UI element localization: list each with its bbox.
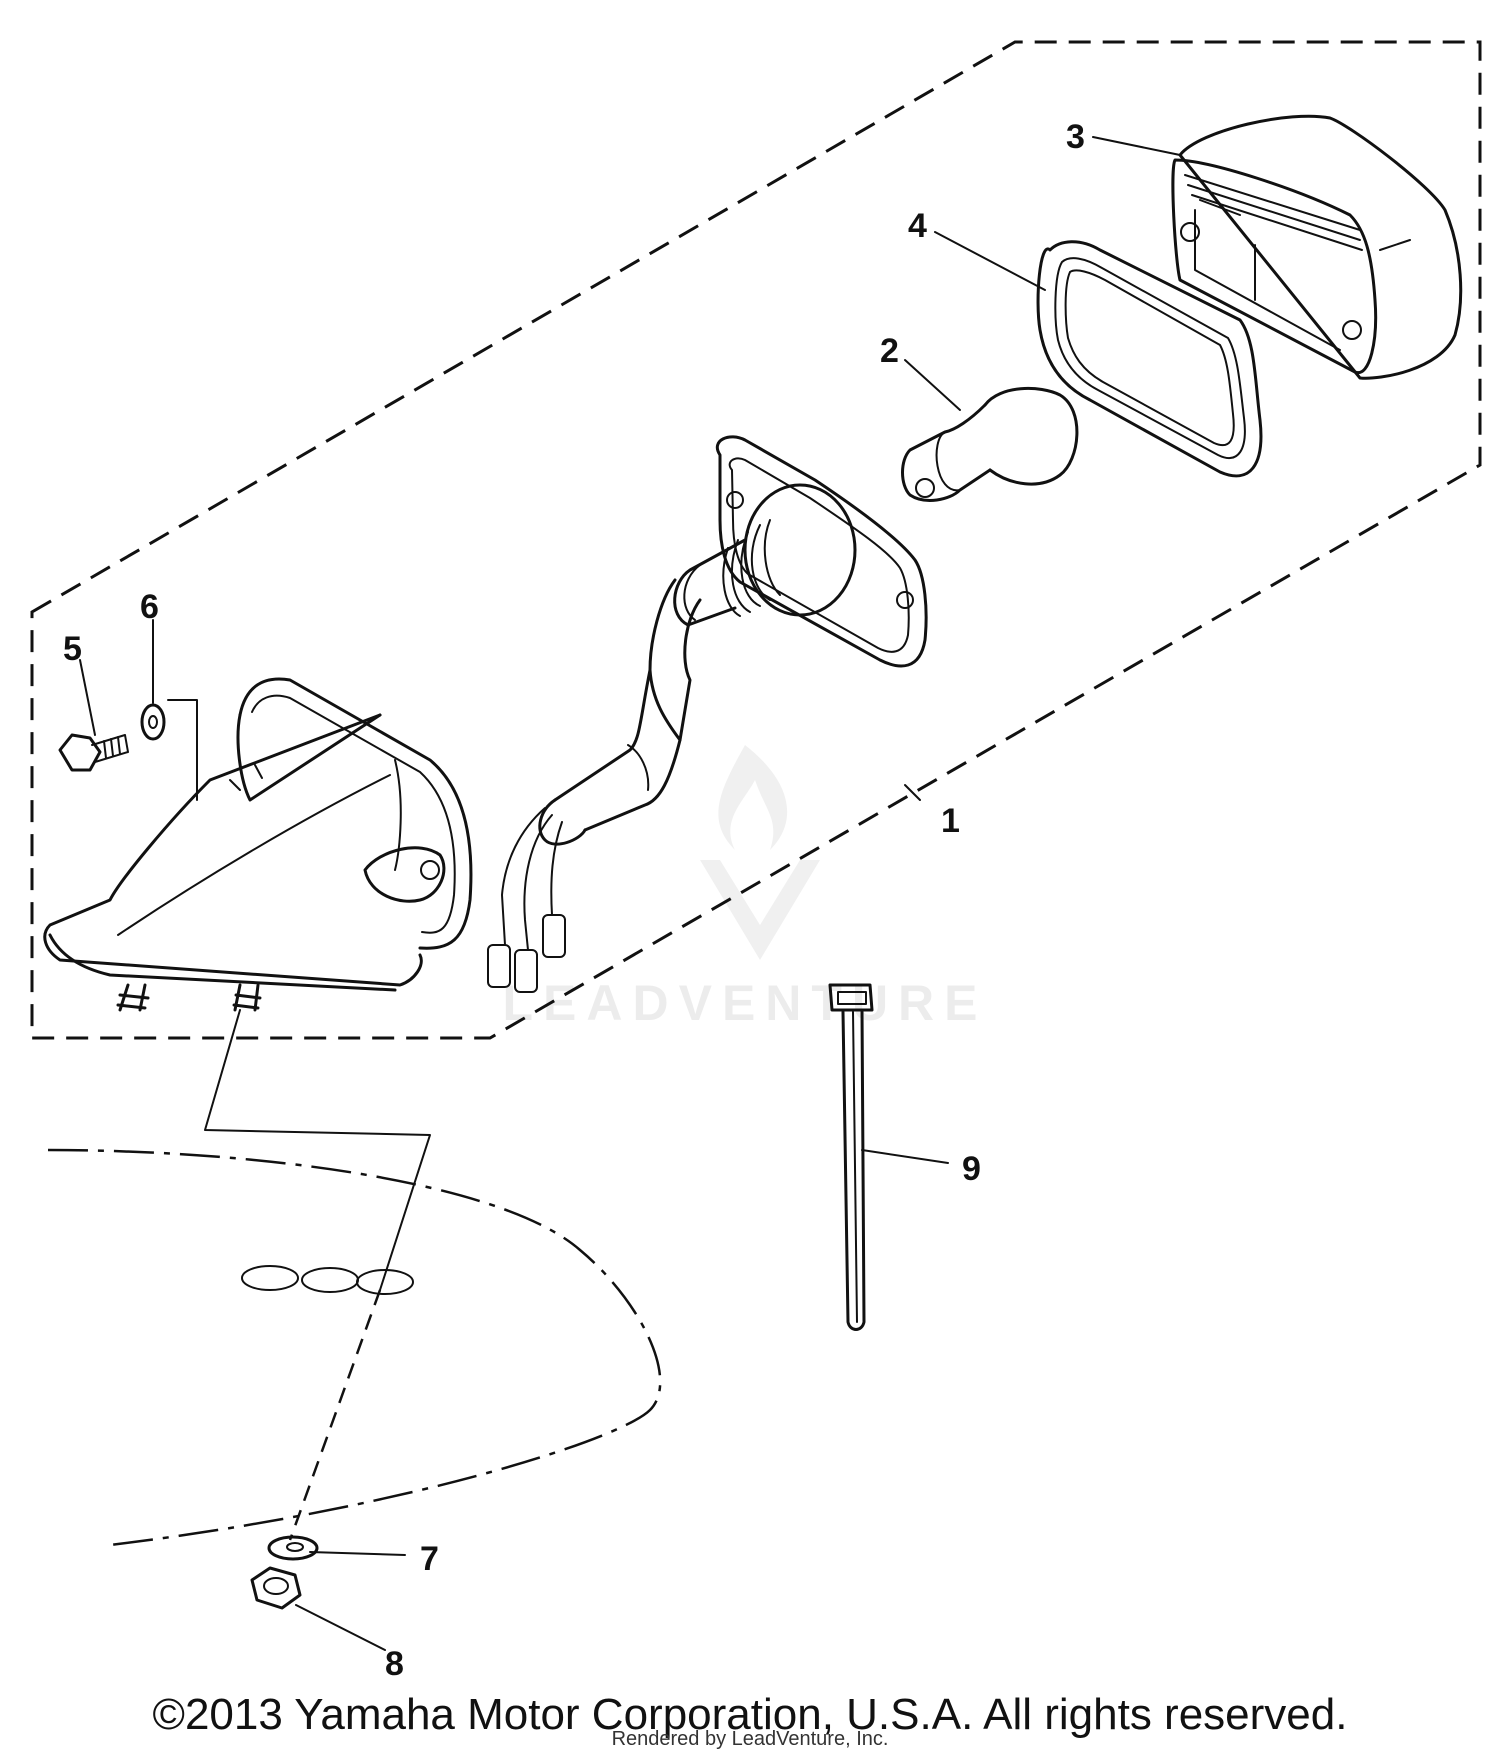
watermark-text: LEADVENTURE xyxy=(502,975,987,1031)
callout-9: 9 xyxy=(962,1150,981,1188)
cable-tie xyxy=(828,983,874,1331)
washer-7 xyxy=(267,1535,319,1561)
assembly-boundary xyxy=(30,40,1482,1040)
callout-4: 4 xyxy=(908,207,927,245)
nut xyxy=(250,1566,302,1610)
callout-5: 5 xyxy=(63,630,82,668)
callout-3: 3 xyxy=(1066,118,1085,156)
bulb xyxy=(901,386,1079,502)
callout-2: 2 xyxy=(880,332,899,370)
leadventure-watermark: LEADVENTURE xyxy=(502,745,987,1031)
bolt xyxy=(58,733,129,772)
lamp-housing xyxy=(1171,114,1463,380)
callout-7: 7 xyxy=(420,1540,439,1578)
fender-surface xyxy=(47,1148,662,1547)
lens-gasket xyxy=(1036,240,1263,478)
rendered-by-notice: Rendered by LeadVenture, Inc. xyxy=(611,1728,889,1750)
callout-8: 8 xyxy=(385,1645,404,1683)
socket-bracket xyxy=(673,435,928,668)
washer-6 xyxy=(140,703,166,741)
wire-harness xyxy=(487,578,702,993)
callout-1: 1 xyxy=(941,802,960,840)
callout-6: 6 xyxy=(140,588,159,626)
turn-signal-body xyxy=(43,677,473,1012)
leader-lines xyxy=(79,136,1181,1651)
copyright-notice: ©2013 Yamaha Motor Corporation, U.S.A. A… xyxy=(152,1690,1348,1739)
